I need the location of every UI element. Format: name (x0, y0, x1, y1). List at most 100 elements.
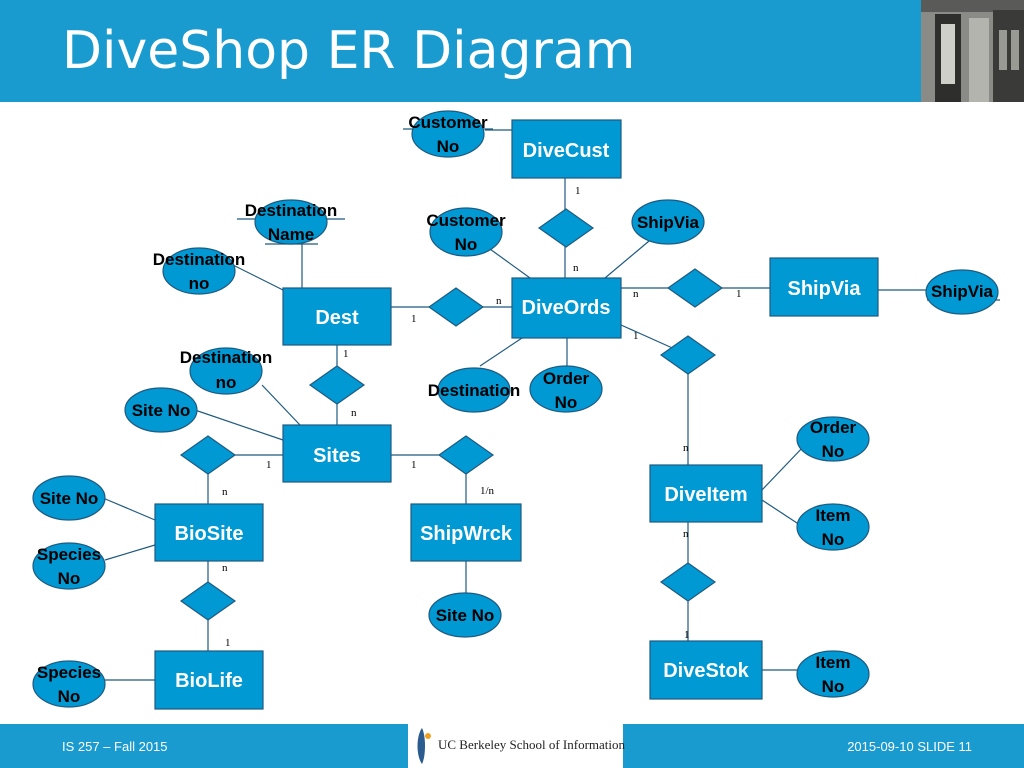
attr-label-species-no-2b: No (58, 687, 81, 706)
attribute-destination-no-1 (162, 247, 236, 295)
attribute-order-no-1 (529, 365, 603, 413)
attr-label-site-no-1: Site No (132, 401, 191, 420)
relationship-sites-shipwrck (437, 435, 495, 475)
attr-label-site-no-3: Site No (436, 606, 495, 625)
slide-number: 2015-09-10 SLIDE 11 (847, 739, 972, 754)
attribute-item-no-1 (796, 503, 870, 551)
attribute-site-no-2 (32, 475, 106, 521)
attribute-destination (437, 367, 511, 413)
logo-text: UC Berkeley School of Information (438, 737, 626, 752)
svg-text:DiveOrds: DiveOrds (522, 297, 611, 319)
svg-text:ShipVia: ShipVia (788, 278, 862, 300)
cardinality-labels: 1 n 1 n n 1 1 n 1 n 1 n 1 1/n n 1 n 1 (222, 185, 742, 649)
attr-label-customer-no-1a: Customer (408, 113, 488, 132)
card-biolife-n: n (222, 562, 228, 574)
attr-label-destination-no-1b: no (189, 274, 210, 293)
entity-shipwrck: ShipWrck (410, 503, 522, 562)
entity-divecust: DiveCust (511, 119, 622, 179)
attribute-item-no-2 (796, 650, 870, 698)
attr-label-shipvia: ShipVia (637, 213, 700, 232)
attr-label-item-no-2b: No (822, 677, 845, 696)
attribute-site-no-3 (428, 592, 502, 638)
attribute-destination-no-2 (189, 347, 263, 395)
svg-text:BioLife: BioLife (175, 670, 243, 692)
attr-label-destination: Destination (428, 381, 521, 400)
attr-label-species-no-1b: No (58, 569, 81, 588)
entity-diveitem: DiveItem (649, 464, 763, 523)
svg-text:DiveCust: DiveCust (523, 140, 610, 162)
attr-label-destination-no-2a: Destination (180, 348, 273, 367)
ischool-emblem-icon (417, 728, 431, 764)
attribute-order-no-2 (796, 416, 870, 462)
relationship-dest-sites (308, 365, 366, 405)
attribute-shipvia (631, 199, 705, 245)
card-sites-dest-1: 1 (343, 348, 349, 360)
card-stok-n: n (683, 528, 689, 540)
entity-biolife: BioLife (154, 650, 264, 710)
attr-label-item-no-1a: Item (816, 506, 851, 525)
attr-label-order-no-2b: No (822, 442, 845, 461)
card-cust-1: 1 (575, 185, 581, 197)
attribute-species-no-1 (32, 542, 106, 590)
svg-text:DiveItem: DiveItem (664, 484, 747, 506)
attr-label-site-no-2: Site No (40, 489, 99, 508)
attr-label-customer-no-1b: No (437, 137, 460, 156)
entity-biosite: BioSite (154, 503, 264, 562)
card-biosite-n: n (222, 486, 228, 498)
relationship-diamonds (179, 208, 724, 621)
attribute-species-no-2 (32, 660, 106, 708)
attr-label-destination-name-a: Destination (245, 201, 338, 220)
page-title: DiveShop ER Diagram (62, 21, 636, 81)
attr-label-shipvia-key: ShipVia (931, 282, 994, 301)
attribute-shipvia-key (925, 269, 999, 315)
relationship-item-stok (659, 562, 717, 602)
attr-label-destination-name-b: Name (268, 225, 314, 244)
card-ship-n: n (633, 288, 639, 300)
card-biosite-1: 1 (266, 459, 272, 471)
attr-label-species-no-2a: Species (37, 663, 101, 682)
svg-text:BioSite: BioSite (175, 523, 244, 545)
relationship-biosite-biolife (179, 581, 237, 621)
card-item-ords-n: n (683, 442, 689, 454)
relationship-cust-ords (537, 208, 595, 248)
campus-building-photo (921, 0, 1024, 102)
card-wreck-1n: 1/n (480, 485, 495, 497)
svg-text:DiveStok: DiveStok (663, 660, 749, 682)
card-stok-1: 1 (684, 629, 690, 641)
attribute-customer-no-2 (429, 207, 503, 257)
attr-label-order-no-2a: Order (810, 418, 857, 437)
entity-diveords: DiveOrds (511, 277, 622, 339)
card-biolife-1: 1 (225, 637, 231, 649)
attr-label-order-no-1a: Order (543, 369, 590, 388)
card-dest-1: 1 (411, 313, 417, 325)
attr-label-item-no-2a: Item (816, 653, 851, 672)
entity-sites: Sites (282, 424, 392, 483)
entity-dest: Dest (282, 287, 392, 346)
relationship-sites-biosite (179, 435, 237, 475)
card-sites-dest-n: n (351, 407, 357, 419)
relationship-ords-item (659, 335, 717, 375)
attr-label-destination-no-2b: no (216, 373, 237, 392)
relationship-ords-shipvia (666, 268, 724, 308)
attr-label-item-no-1b: No (822, 530, 845, 549)
card-dest-n: n (496, 295, 502, 307)
svg-text:Dest: Dest (315, 307, 359, 329)
attr-label-customer-no-2b: No (455, 235, 478, 254)
card-cust-n: n (573, 262, 579, 274)
attr-label-customer-no-2a: Customer (426, 211, 506, 230)
entity-divestok: DiveStok (649, 640, 763, 700)
svg-text:ShipWrck: ShipWrck (420, 523, 513, 545)
attr-label-order-no-1b: No (555, 393, 578, 412)
attr-label-species-no-1a: Species (37, 545, 101, 564)
attr-label-destination-no-1a: Destination (153, 250, 246, 269)
card-wreck-1: 1 (411, 459, 417, 471)
header-bar: DiveShop ER Diagram (0, 0, 1024, 102)
relationship-dest-ords (427, 287, 485, 327)
attribute-customer-no-1 (411, 110, 485, 158)
course-label: IS 257 – Fall 2015 (62, 739, 168, 754)
ucb-ischool-logo: UC Berkeley School of Information (408, 724, 626, 768)
entity-shipvia: ShipVia (769, 257, 879, 317)
attribute-destination-name (254, 199, 328, 245)
attribute-site-no-1 (124, 387, 198, 433)
